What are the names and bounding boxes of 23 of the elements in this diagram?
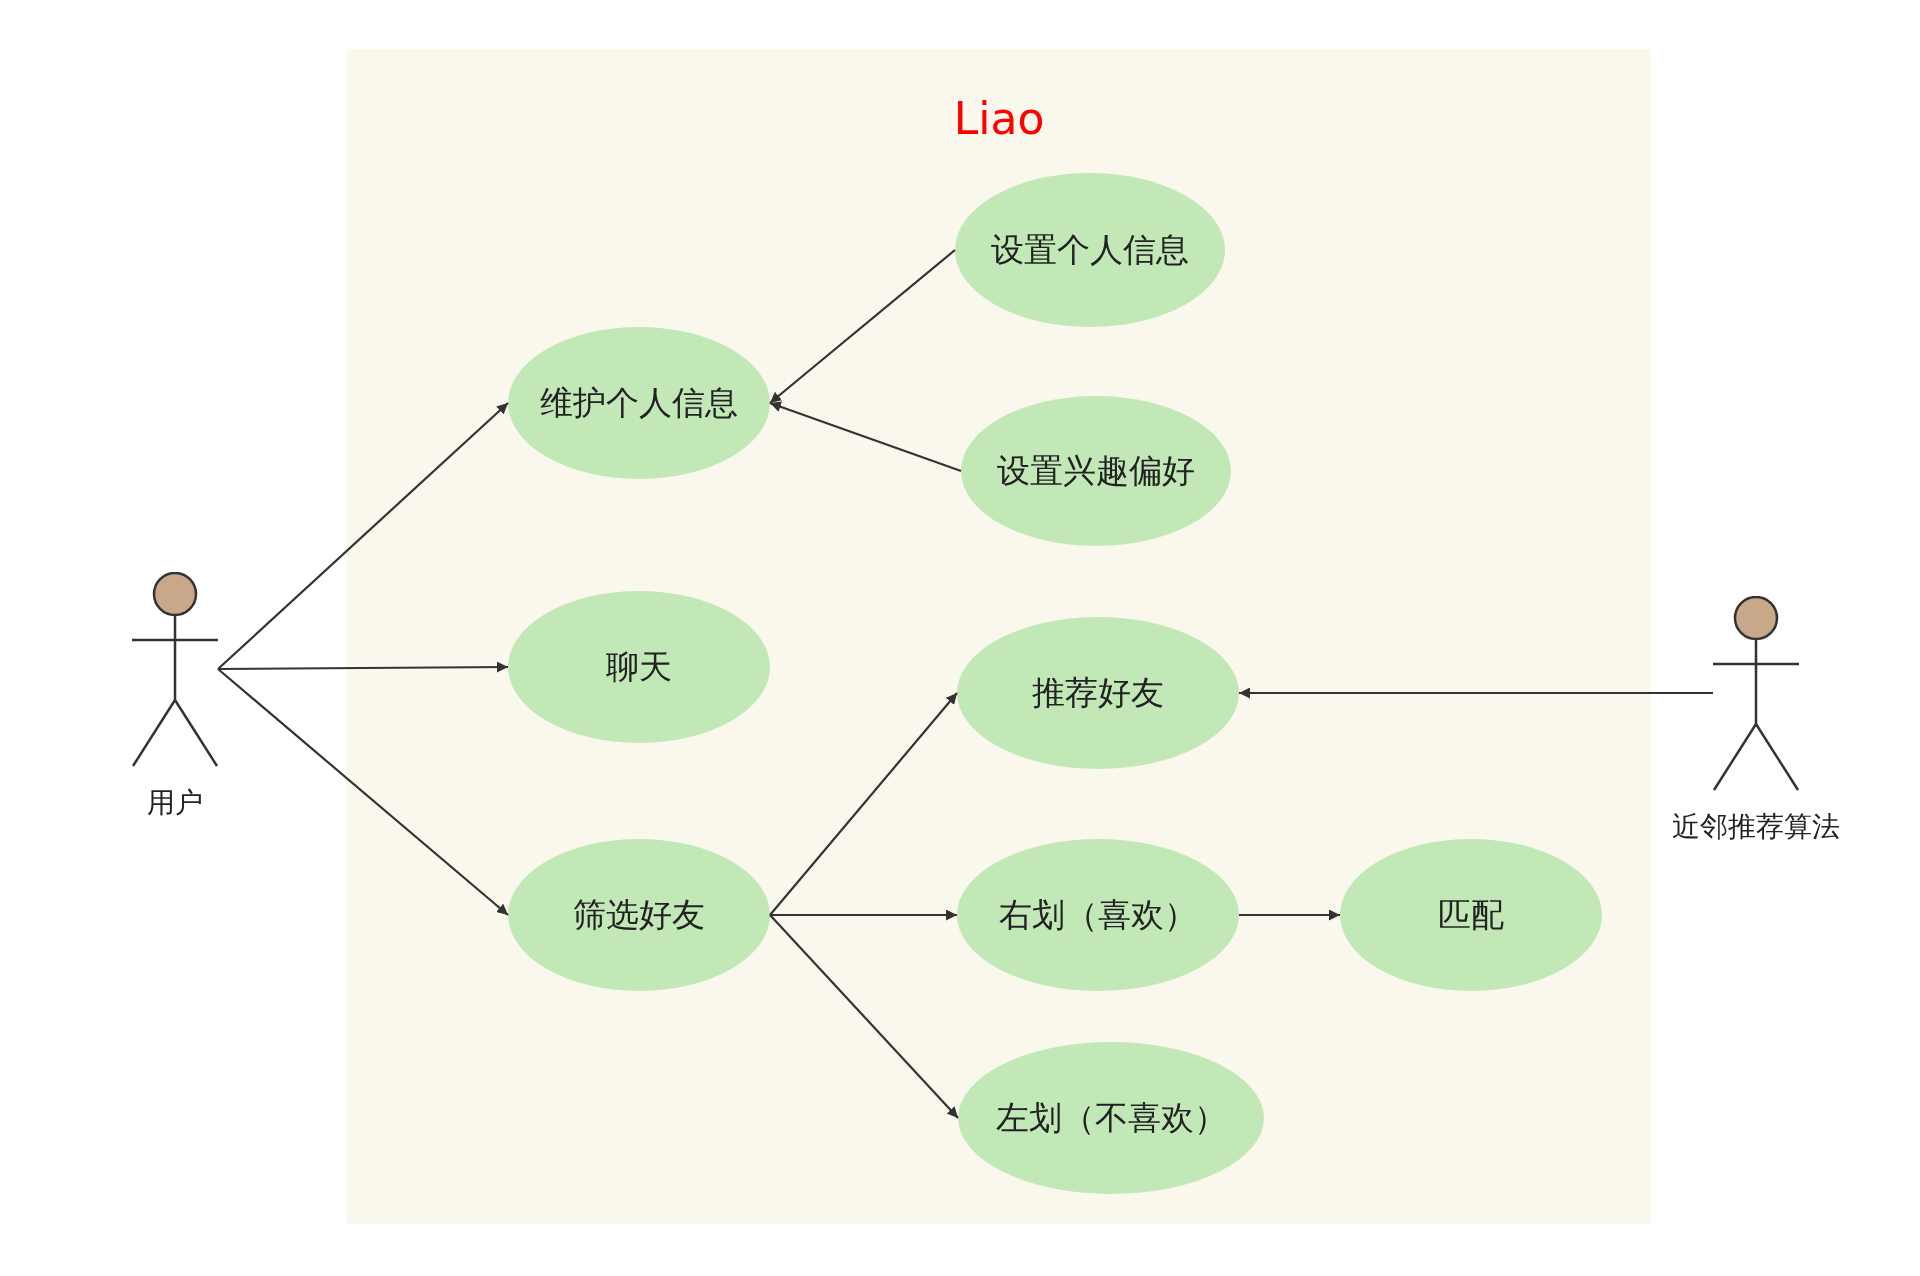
arrow [769,692,958,916]
use-case-label: 设置个人信息 [991,228,1189,271]
arrow [217,668,509,916]
arrow [1239,909,1340,921]
use-case-label: 设置兴趣偏好 [997,449,1195,492]
use-case-label: 匹配 [1438,893,1504,936]
arrow [769,914,959,1119]
system-title: Liao [953,93,1045,144]
use-case-label: 左划（不喜欢） [995,1096,1227,1139]
actor-label: 用户 [146,785,204,821]
use-case-label: 维护个人信息 [540,381,738,424]
actor-label: 近邻推荐算法 [1671,809,1841,845]
arrow [769,401,962,473]
use-case-label: 聊天 [606,645,672,688]
use-case-label: 筛选好友 [573,893,705,936]
arrow [218,661,508,673]
system-boundary [347,49,1651,1224]
use-case-label: 推荐好友 [1032,671,1164,714]
arrow [217,402,509,670]
arrow [770,909,957,921]
arrow [769,249,956,404]
use-case-label: 右划（喜欢） [999,893,1197,936]
arrow [1239,687,1713,699]
